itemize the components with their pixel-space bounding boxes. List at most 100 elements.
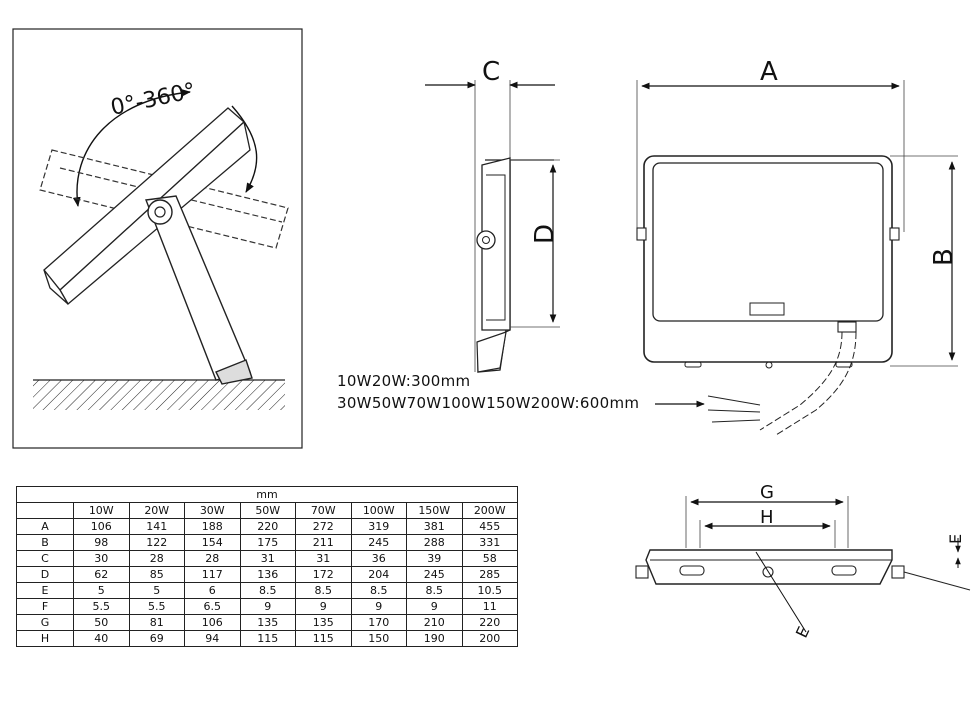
table-cell: 28 bbox=[184, 550, 241, 567]
table-cell: 28 bbox=[128, 550, 185, 567]
table-cell: 5 bbox=[73, 582, 130, 599]
table-cell: 5 bbox=[128, 582, 185, 599]
table-cell: 9 bbox=[239, 598, 296, 615]
table-cell: 319 bbox=[350, 518, 407, 535]
table-cell: 6.5 bbox=[184, 598, 241, 615]
table-cell: 210 bbox=[406, 614, 463, 631]
front-bracket-right bbox=[889, 227, 900, 241]
table-cell: 175 bbox=[239, 534, 296, 551]
table-cell: 245 bbox=[406, 566, 463, 583]
front-bracket-left bbox=[636, 227, 647, 241]
table-cell: 331 bbox=[461, 534, 518, 551]
dim-a-label: A bbox=[760, 57, 778, 87]
table-cell: 204 bbox=[350, 566, 407, 583]
table-cell: 8.5 bbox=[406, 582, 463, 599]
dim-e-diag-line bbox=[755, 551, 807, 633]
table-row-label: D bbox=[16, 566, 74, 583]
table-cell: 381 bbox=[406, 518, 463, 535]
table-cell: 11 bbox=[461, 598, 518, 615]
table-row-label: H bbox=[16, 630, 74, 647]
rotation-arc-right bbox=[231, 105, 258, 193]
table-cell: 106 bbox=[184, 614, 241, 631]
table-cell: 150 bbox=[350, 630, 407, 647]
table-cell: 135 bbox=[239, 614, 296, 631]
table-cell: 10.5 bbox=[461, 582, 518, 599]
table-cell: 170 bbox=[350, 614, 407, 631]
table-row-label: G bbox=[16, 614, 74, 631]
table-cell: 40 bbox=[73, 630, 130, 647]
table-cell: 9 bbox=[295, 598, 352, 615]
table-cell: 154 bbox=[184, 534, 241, 551]
table-cell: 62 bbox=[73, 566, 130, 583]
table-cell: 245 bbox=[350, 534, 407, 551]
table-cell: 39 bbox=[406, 550, 463, 567]
table-column-header: 50W bbox=[239, 502, 296, 519]
table-row-label: F bbox=[16, 598, 74, 615]
table-unit-row: mm bbox=[16, 486, 518, 503]
rotation-arc bbox=[72, 88, 191, 207]
table-cell: 9 bbox=[406, 598, 463, 615]
table-cell: 31 bbox=[239, 550, 296, 567]
table-column-header: 30W bbox=[184, 502, 241, 519]
table-cell: 220 bbox=[239, 518, 296, 535]
cable-gland bbox=[837, 321, 857, 333]
table-cell: 272 bbox=[295, 518, 352, 535]
table-cell: 50 bbox=[73, 614, 130, 631]
table-cell: 190 bbox=[406, 630, 463, 647]
table-row-label: B bbox=[16, 534, 74, 551]
table-column-header: 100W bbox=[350, 502, 407, 519]
table-cell: 135 bbox=[295, 614, 352, 631]
table-cell: 5.5 bbox=[73, 598, 130, 615]
cable-wires bbox=[707, 395, 761, 423]
table-cell: 36 bbox=[350, 550, 407, 567]
table-cell: 85 bbox=[128, 566, 185, 583]
table-cell: 5.5 bbox=[128, 598, 185, 615]
table-cell: 136 bbox=[239, 566, 296, 583]
side-bracket-foot bbox=[476, 331, 507, 373]
table-cell: 211 bbox=[295, 534, 352, 551]
table-unit: mm bbox=[16, 486, 518, 503]
front-lens bbox=[652, 162, 884, 322]
table-row-label: A bbox=[16, 518, 74, 535]
table-column-header: 200W bbox=[461, 502, 518, 519]
dim-d-label: D bbox=[530, 224, 560, 244]
dim-c-label: C bbox=[482, 57, 500, 87]
lamp-main-position bbox=[43, 107, 251, 306]
lamp-bracket bbox=[145, 195, 253, 385]
table-corner-cell bbox=[16, 502, 74, 519]
table-cell: 81 bbox=[128, 614, 185, 631]
table-cell: 8.5 bbox=[350, 582, 407, 599]
table-cell: 94 bbox=[184, 630, 241, 647]
table-cell: 106 bbox=[73, 518, 130, 535]
table-cell: 30 bbox=[73, 550, 130, 567]
brand-logo bbox=[749, 302, 785, 316]
cable bbox=[759, 331, 843, 431]
bottom-view: G H E E bbox=[635, 482, 971, 641]
table-cell: 122 bbox=[128, 534, 185, 551]
table-cell: 6 bbox=[184, 582, 241, 599]
table-cell: 115 bbox=[239, 630, 296, 647]
table-cell: 8.5 bbox=[295, 582, 352, 599]
side-housing bbox=[481, 157, 511, 331]
side-view: C D bbox=[425, 57, 560, 373]
table-cell: 115 bbox=[295, 630, 352, 647]
table-row-label: E bbox=[16, 582, 74, 599]
table-cell: 9 bbox=[350, 598, 407, 615]
rotation-panel: 0°-360° bbox=[12, 28, 303, 449]
cable-note-long: 30W50W70W100W150W200W:600mm bbox=[337, 394, 640, 412]
ground-hatch bbox=[33, 380, 285, 410]
table-cell: 285 bbox=[461, 566, 518, 583]
table-row-label: C bbox=[16, 550, 74, 567]
rotation-panel-frame bbox=[12, 28, 303, 449]
table-cell: 200 bbox=[461, 630, 518, 647]
table-cell: 288 bbox=[406, 534, 463, 551]
dim-g-label: G bbox=[760, 482, 774, 503]
